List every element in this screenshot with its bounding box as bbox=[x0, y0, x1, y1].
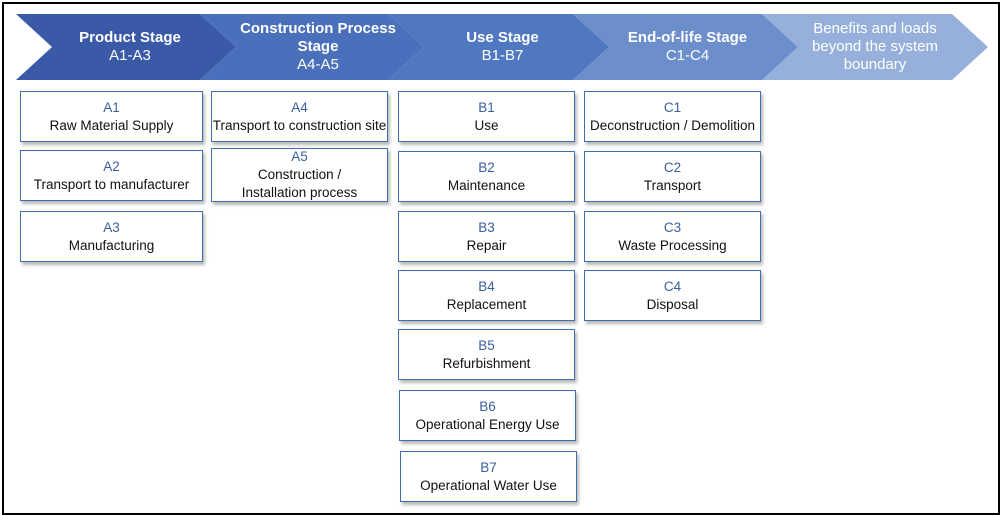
stage-name: Benefits and loads beyond the system bou… bbox=[812, 20, 938, 73]
module-label: Deconstruction / Demolition bbox=[589, 117, 756, 133]
module-code: C2 bbox=[663, 159, 682, 175]
module-a3: A3 Manufacturing bbox=[20, 211, 203, 262]
chevron-beyond-boundary bbox=[762, 14, 988, 80]
module-code: B4 bbox=[478, 278, 495, 294]
module-label: Transport to manufacturer bbox=[33, 176, 190, 192]
module-code: A1 bbox=[103, 99, 120, 115]
chevron-product-stage bbox=[16, 14, 236, 80]
module-code: A2 bbox=[103, 158, 120, 174]
module-label: Construction / Installation process bbox=[241, 167, 358, 200]
module-b6: B6 Operational Energy Use bbox=[399, 390, 576, 441]
module-c1: C1 Deconstruction / Demolition bbox=[584, 91, 761, 142]
module-label: Transport bbox=[643, 177, 702, 193]
module-label: Replacement bbox=[446, 296, 527, 312]
module-a1: A1 Raw Material Supply bbox=[20, 91, 203, 142]
module-code: A4 bbox=[291, 99, 308, 115]
module-label: Waste Processing bbox=[618, 237, 727, 253]
module-b1: B1 Use bbox=[398, 91, 575, 142]
module-b3: B3 Repair bbox=[398, 211, 575, 262]
module-a4: A4 Transport to construction site bbox=[211, 91, 388, 142]
module-code: B5 bbox=[478, 337, 495, 353]
stage-construction: Construction Process Stage A4-A5 bbox=[232, 14, 404, 80]
module-b2: B2 Maintenance bbox=[398, 151, 575, 202]
module-code: B7 bbox=[480, 459, 497, 475]
stage-name: Use Stage bbox=[466, 29, 539, 46]
module-code: B1 bbox=[478, 99, 495, 115]
module-label: Repair bbox=[466, 237, 507, 253]
stage-beyond-boundary: Benefits and loads beyond the system bou… bbox=[800, 14, 950, 80]
stage-product: Product Stage A1-A3 bbox=[52, 14, 208, 80]
module-label: Maintenance bbox=[447, 177, 526, 193]
module-code: B6 bbox=[479, 398, 496, 414]
chevron-construction-stage bbox=[200, 14, 424, 80]
module-code: A5 bbox=[291, 149, 308, 164]
chevron-end-of-life-stage bbox=[573, 14, 798, 80]
stage-name: Construction Process Stage bbox=[240, 20, 396, 55]
module-code: B2 bbox=[478, 159, 495, 175]
module-code: C4 bbox=[663, 278, 682, 294]
module-code: A3 bbox=[103, 219, 120, 235]
module-code: C1 bbox=[663, 99, 682, 115]
module-label: Operational Energy Use bbox=[415, 416, 560, 432]
stage-use: Use Stage B1-B7 bbox=[424, 14, 581, 80]
stage-code: C1-C4 bbox=[665, 47, 710, 64]
stage-chevron-bar bbox=[16, 14, 988, 80]
module-label: Raw Material Supply bbox=[49, 117, 174, 133]
stage-name: End-of-life Stage bbox=[627, 29, 748, 46]
stage-code: B1-B7 bbox=[481, 47, 524, 64]
module-b7: B7 Operational Water Use bbox=[400, 451, 577, 502]
module-code: B3 bbox=[478, 219, 495, 235]
module-label: Manufacturing bbox=[68, 237, 155, 253]
module-a5: A5 Construction / Installation process bbox=[211, 148, 388, 202]
stage-end-of-life: End-of-life Stage C1-C4 bbox=[605, 14, 770, 80]
module-c3: C3 Waste Processing bbox=[584, 211, 761, 262]
stage-name: Product Stage bbox=[79, 29, 181, 46]
module-c2: C2 Transport bbox=[584, 151, 761, 202]
module-a2: A2 Transport to manufacturer bbox=[20, 150, 203, 201]
module-label: Disposal bbox=[646, 296, 699, 312]
module-b4: B4 Replacement bbox=[398, 270, 575, 321]
module-code: C3 bbox=[663, 219, 682, 235]
module-label: Use bbox=[474, 117, 499, 133]
module-c4: C4 Disposal bbox=[584, 270, 761, 321]
module-label: Transport to construction site bbox=[212, 117, 387, 133]
stage-code: A1-A3 bbox=[109, 47, 151, 64]
module-label: Operational Water Use bbox=[420, 477, 557, 493]
chevron-use-stage bbox=[388, 14, 609, 80]
module-label: Refurbishment bbox=[442, 355, 531, 371]
stage-code: A4-A5 bbox=[297, 56, 339, 73]
module-b5: B5 Refurbishment bbox=[398, 329, 575, 380]
